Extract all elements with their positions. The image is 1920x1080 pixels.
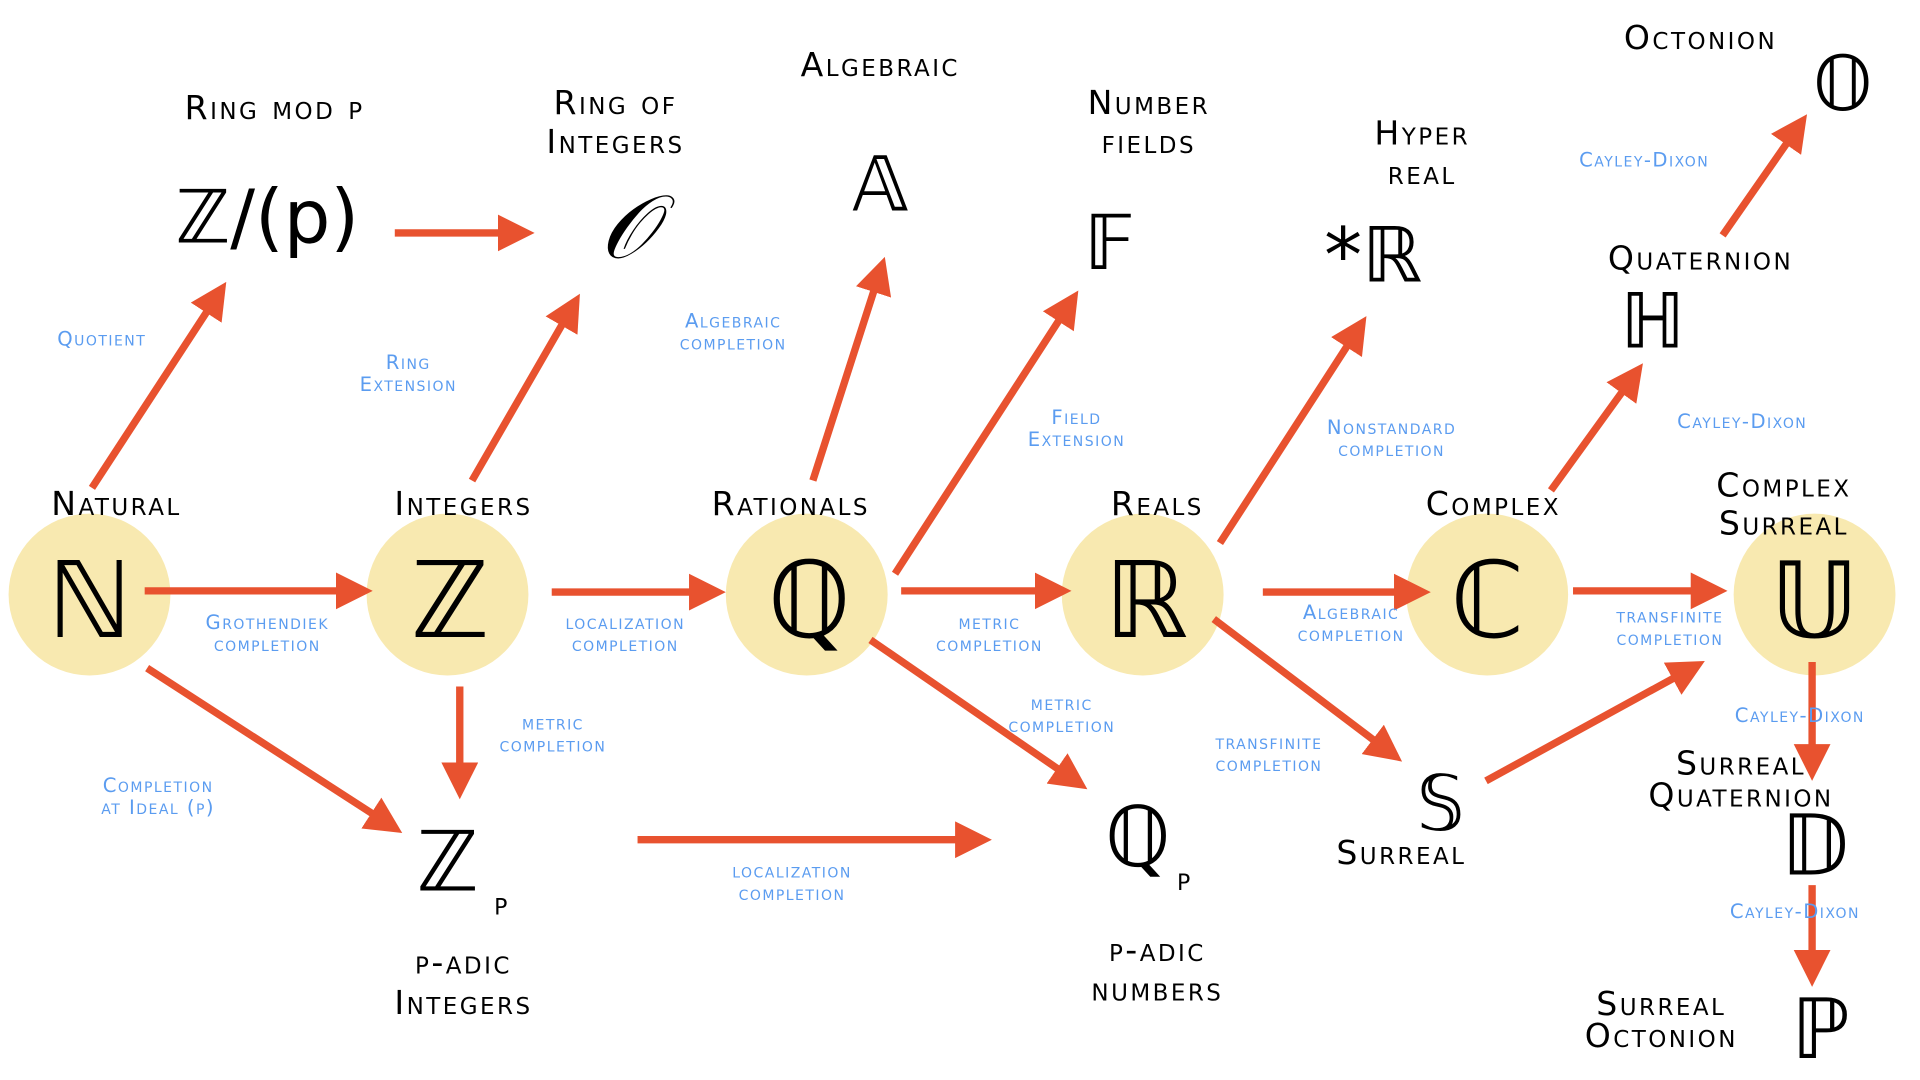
symbol-algebraic: 𝔸 xyxy=(852,139,908,228)
edge-label-completion-ideal-2: at Ideal (p) xyxy=(101,796,215,819)
arrow-surreal-complexsurreal xyxy=(1484,661,1705,785)
arrow-reals-surreal xyxy=(1211,616,1403,762)
label-p-adic-integers-2: Integers xyxy=(394,983,532,1022)
label-p-adic-numbers-2: numbers xyxy=(1091,969,1223,1008)
edge-label-algebraic-completion-2: completion xyxy=(680,331,787,354)
label-hyperreal-1: Hyper xyxy=(1374,114,1470,153)
arrow-rationals-algebraic xyxy=(809,256,892,482)
edge-label-metric-1: metric xyxy=(958,611,1020,634)
label-surreal-octonion-1: Surreal xyxy=(1596,984,1726,1023)
symbol-natural: ℕ xyxy=(47,539,131,662)
symbol-p-adic-integers: ℤ xyxy=(416,813,478,910)
label-algebraic: Algebraic xyxy=(801,45,960,84)
symbol-ring-mod-p: ℤ/(p) xyxy=(175,176,359,261)
edge-label-algebraic-completion: Algebraic xyxy=(685,309,781,332)
edge-label-transfinite-2b: completion xyxy=(1216,753,1323,776)
edge-label-metric-3b: completion xyxy=(1008,714,1115,737)
symbol-p-adic-numbers: ℚ xyxy=(1105,789,1171,886)
edge-label-localization-2b: completion xyxy=(739,882,846,905)
arrow-natural-ringmodp xyxy=(88,281,227,490)
label-natural: Natural xyxy=(51,484,181,523)
edge-label-transfinite-1b: completion xyxy=(1616,627,1723,650)
edge-label-quotient: Quotient xyxy=(57,328,146,351)
symbol-ring-of-integers: 𝒪 xyxy=(600,175,676,278)
edge-label-transfinite-2: transfinite xyxy=(1214,731,1322,754)
label-number-fields-2: fields xyxy=(1102,122,1196,161)
arrow-integers-ringint xyxy=(468,293,580,483)
edge-label-localization-1: localization xyxy=(566,611,686,634)
node-circle-complex-surreal xyxy=(1733,513,1896,676)
node-circle-integers xyxy=(366,513,529,676)
node-circle-rationals xyxy=(725,513,888,676)
node-circle-complex xyxy=(1406,513,1569,676)
symbol-quaternion: ℍ xyxy=(1620,277,1685,366)
edge-label-cayley-dixon-4: Cayley-Dixon xyxy=(1730,900,1860,923)
label-surreal-quaternion-2: Quaternion xyxy=(1648,776,1833,815)
label-reals: Reals xyxy=(1111,484,1204,523)
edge-label-nonstandard-2: completion xyxy=(1338,438,1445,461)
edge-label-algebraic-2: Algebraic xyxy=(1303,601,1399,624)
label-complex-surreal-2: Surreal xyxy=(1719,503,1849,542)
label-rationals: Rationals xyxy=(712,484,870,523)
symbol-surreal-quaternion: 𝔻 xyxy=(1780,797,1848,894)
symbol-number-fields: 𝔽 xyxy=(1084,198,1135,287)
label-quaternion: Quaternion xyxy=(1608,239,1793,278)
edge-label-transfinite-1: transfinite xyxy=(1615,605,1723,628)
symbol-integers: ℤ xyxy=(411,539,490,662)
edge-label-grothendiek: Grothendiek xyxy=(206,611,329,634)
arrow-rationals-padicnum xyxy=(868,636,1088,790)
symbol-surreal-octonion: ℙ xyxy=(1791,981,1849,1078)
symbol-surreal: 𝕊 xyxy=(1416,758,1464,847)
label-octonion: Octonion xyxy=(1624,18,1777,57)
label-p-adic-numbers-1: p-adic xyxy=(1109,930,1206,969)
symbol-complex-surreal: 𝕌 xyxy=(1771,539,1859,662)
subscript-p-adic-numbers: p xyxy=(1177,860,1190,898)
edge-label-grothendiek-2: completion xyxy=(214,633,321,656)
edge-label-metric-1b: completion xyxy=(936,633,1043,656)
symbol-rationals: ℚ xyxy=(768,539,851,662)
label-surreal-octonion-2: Octonion xyxy=(1585,1016,1738,1055)
edge-label-ring-extension-2: Extension xyxy=(360,373,457,396)
edge-label-metric-3: metric xyxy=(1031,692,1093,715)
label-complex-surreal-1: Complex xyxy=(1716,465,1851,504)
label-ring-of-integers-1: Ring of xyxy=(554,83,678,122)
label-complex: Complex xyxy=(1426,484,1561,523)
edge-label-field-extension-2: Extension xyxy=(1028,428,1125,451)
node-circles xyxy=(8,513,1896,676)
label-p-adic-integers-1: p-adic xyxy=(415,942,512,981)
arrow-natural-padicint xyxy=(145,665,403,834)
node-circle-reals xyxy=(1061,513,1224,676)
label-surreal-quaternion-1: Surreal xyxy=(1676,744,1806,783)
symbol-octonion: 𝕆 xyxy=(1813,39,1873,128)
node-circle-natural xyxy=(8,513,171,676)
edge-label-field-extension: Field xyxy=(1051,406,1101,429)
edge-label-cayley-dixon-2: Cayley-Dixon xyxy=(1677,410,1807,433)
label-ring-mod-p: Ring mod p xyxy=(185,88,365,127)
edge-label-localization-2: localization xyxy=(732,860,852,883)
arrow-quaternion-octonion xyxy=(1719,114,1808,238)
edge-label-localization-1b: completion xyxy=(572,633,679,656)
symbol-reals: ℝ xyxy=(1105,539,1189,662)
label-surreal: Surreal xyxy=(1336,833,1466,872)
label-ring-of-integers-2: Integers xyxy=(546,122,684,161)
subscript-p-adic-integers: p xyxy=(494,885,507,923)
arrow-complex-quaternion xyxy=(1547,363,1643,493)
edge-label-algebraic-2b: completion xyxy=(1298,623,1405,646)
label-hyperreal-2: real xyxy=(1388,153,1457,192)
label-integers: Integers xyxy=(394,484,532,523)
label-number-fields-1: Number xyxy=(1088,83,1210,122)
edge-label-metric-2: metric xyxy=(522,711,584,734)
edge-label-metric-2b: completion xyxy=(500,733,607,756)
arrow-rationals-numberfields xyxy=(891,290,1079,576)
edge-label-completion-ideal: Completion xyxy=(103,774,214,797)
edge-label-cayley-dixon-1: Cayley-Dixon xyxy=(1579,149,1709,172)
symbol-hyperreal: *ℝ xyxy=(1324,210,1422,299)
edge-label-ring-extension: Ring xyxy=(386,351,431,374)
arrows xyxy=(88,114,1831,987)
arrow-reals-hyperreal xyxy=(1216,316,1367,546)
edge-label-cayley-dixon-3: Cayley-Dixon xyxy=(1735,704,1865,727)
edge-label-nonstandard: Nonstandard xyxy=(1327,416,1456,439)
symbol-complex: ℂ xyxy=(1450,539,1524,662)
